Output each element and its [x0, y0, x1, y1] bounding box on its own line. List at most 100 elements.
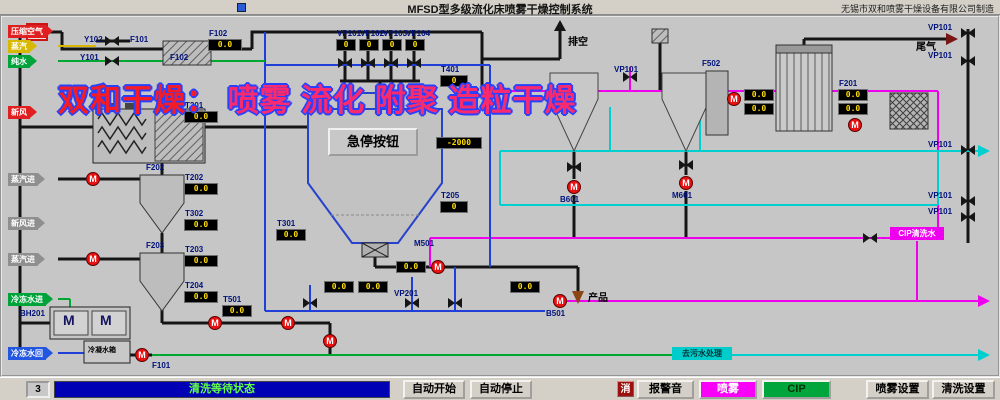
equipment-tag: T301	[277, 219, 296, 228]
pump-icon[interactable]: M	[135, 348, 149, 362]
cyclone-b601	[549, 72, 599, 153]
watermark-slogan: 喷雾 流化 附聚 造粒干燥	[227, 83, 577, 118]
display-value: 0.0	[208, 39, 242, 51]
equipment-tag: B501	[546, 309, 566, 318]
valve-icon[interactable]	[405, 298, 419, 308]
spray-settings-button[interactable]: 喷雾设置	[866, 380, 929, 399]
footer-toolbar: 3 清洗等待状态 自动开始 自动停止 消 报警音 喷雾 CIP 喷雾设置 清洗设…	[0, 377, 1000, 400]
inlet-label: 蒸汽进	[8, 173, 38, 186]
equipment-tag: T201	[185, 101, 204, 110]
pump-icon[interactable]: M	[567, 180, 581, 194]
equipment-tag: M501	[414, 239, 435, 248]
valve-icon[interactable]	[679, 160, 693, 170]
equipment-tag: VP201	[394, 289, 419, 298]
valve-icon[interactable]	[961, 56, 975, 66]
inlet-label: 冷冻水进	[8, 293, 46, 306]
pump-icon[interactable]: M	[431, 260, 445, 274]
display-value: 0.0	[276, 229, 306, 241]
equipment-tag: F102	[170, 53, 189, 62]
equipment-tag: F202	[146, 163, 165, 172]
tailgas-label: 尾气	[916, 42, 936, 53]
display-value: 0.0	[184, 291, 218, 303]
auto-stop-button[interactable]: 自动停止	[470, 380, 532, 399]
valve-icon[interactable]	[863, 233, 877, 243]
pump-icon[interactable]: M	[727, 92, 741, 106]
equipment-tag: BH201	[20, 309, 45, 318]
mute-alarm-icon[interactable]: 消	[617, 381, 634, 397]
inlet-label: 新风进	[8, 217, 38, 230]
valve-icon[interactable]	[623, 72, 637, 82]
auto-start-button[interactable]: 自动开始	[403, 380, 465, 399]
valve-icon[interactable]	[961, 145, 975, 155]
display-value: 0.0	[324, 281, 354, 293]
pump-icon[interactable]: M	[281, 316, 295, 330]
display-value: 0	[440, 201, 468, 213]
valve-icon[interactable]	[961, 196, 975, 206]
green-pipes	[58, 60, 672, 356]
flow-arrows	[554, 20, 990, 361]
display-value: 0.0	[184, 255, 218, 267]
display-value: 0	[382, 39, 402, 51]
inlet-arrow: 冷冻水回	[8, 347, 53, 360]
arrow-right-icon	[38, 253, 45, 265]
valve-icon[interactable]	[961, 28, 975, 38]
spray-mode-button[interactable]: 喷雾	[699, 380, 757, 399]
cyclone-m601	[661, 72, 711, 153]
valve-icon[interactable]	[384, 58, 398, 68]
display-value: 0.0	[838, 103, 868, 115]
pump-icon[interactable]: M	[86, 252, 100, 266]
equipment-tag: M	[100, 312, 112, 328]
equipment-tag: T401	[441, 65, 460, 74]
arrow-right-icon	[38, 217, 45, 229]
equipment-tag: VP101	[928, 207, 953, 216]
pump-icon[interactable]: M	[86, 172, 100, 186]
air-filter-vessel	[162, 40, 212, 66]
pump-icon[interactable]: M	[848, 118, 862, 132]
scrubber	[889, 92, 929, 130]
valve-icon[interactable]	[448, 298, 462, 308]
pump-icon[interactable]: M	[679, 176, 693, 190]
inlet-label: 新风	[8, 106, 30, 119]
equipment-tag: M601	[672, 191, 693, 200]
page-indicator[interactable]: 3	[26, 381, 50, 398]
valve-icon[interactable]	[105, 56, 119, 66]
arrow-right-icon	[30, 40, 37, 52]
chiller-bh201	[49, 306, 131, 340]
window-title: MFSD型多级流化床喷雾干燥控制系统	[407, 4, 593, 16]
alarm-sound-button[interactable]: 报警音	[637, 380, 694, 399]
manufacturer-label: 无锡市双和喷雾干燥设备有限公司制造	[840, 4, 994, 14]
bag-filter	[775, 44, 833, 132]
equipment-tag: VP101	[337, 29, 362, 38]
valve-icon[interactable]	[303, 298, 317, 308]
clean-settings-button[interactable]: 清洗设置	[932, 380, 995, 399]
valve-icon[interactable]	[407, 58, 421, 68]
inlet-arrow: 蒸汽进	[8, 173, 45, 186]
inlet-label: 冷冻水回	[8, 347, 46, 360]
cip-mode-button[interactable]: CIP	[762, 380, 831, 399]
valve-icon[interactable]	[361, 58, 375, 68]
equipment-tag: T302	[185, 209, 204, 218]
display-value: 0.0	[744, 103, 774, 115]
pump-icon[interactable]: M	[208, 316, 222, 330]
display-value: 0.0	[184, 111, 218, 123]
blue-pipes	[58, 32, 545, 354]
equipment-tag: VP104	[406, 29, 431, 38]
inlet-arrow: 纯水	[8, 55, 37, 68]
valve-icon[interactable]	[567, 162, 581, 172]
equipment-tag: VP102	[360, 29, 385, 38]
cyclone-f203	[139, 252, 185, 312]
equipment-tag: F502	[702, 59, 721, 68]
cyclone-f202	[139, 174, 185, 234]
valve-icon[interactable]	[961, 212, 975, 222]
equipment-tag: T501	[223, 295, 242, 304]
valve-icon[interactable]	[338, 58, 352, 68]
pump-icon[interactable]: M	[553, 294, 567, 308]
valve-icon[interactable]	[105, 36, 119, 46]
vent-filter	[651, 28, 669, 44]
emergency-stop-button[interactable]: 急停按钮	[328, 128, 418, 156]
inlet-label: 蒸汽	[8, 40, 30, 53]
pump-icon[interactable]: M	[323, 334, 337, 348]
display-value: 0.0	[184, 183, 218, 195]
cyan-pipes	[499, 107, 978, 356]
